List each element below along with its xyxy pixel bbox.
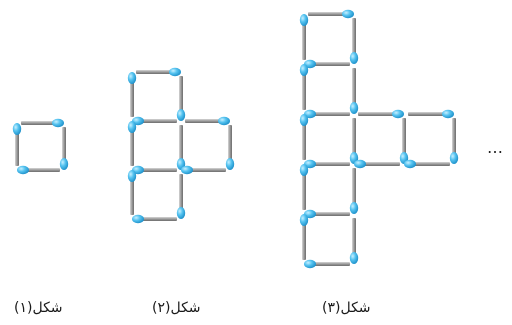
matchstick: [404, 159, 450, 169]
matchstick: [299, 214, 309, 260]
matchstick: [349, 68, 359, 114]
matchstick: [225, 125, 235, 170]
matchstick: [354, 159, 400, 169]
match-head: [449, 152, 459, 164]
matchstick: [185, 116, 230, 126]
match-head: [304, 259, 316, 269]
match-head: [59, 158, 69, 170]
match-head: [349, 252, 359, 264]
matchstick: [408, 109, 454, 119]
matchstick: [17, 165, 60, 175]
matchstick: [349, 168, 359, 214]
matchstick: [127, 72, 137, 117]
match-head: [225, 158, 235, 170]
match-head: [342, 9, 354, 19]
figure-1-matchsticks: [12, 118, 69, 175]
matchstick: [127, 170, 137, 215]
matchstick: [132, 214, 177, 224]
matchstick: [59, 127, 69, 170]
match-head: [299, 214, 309, 226]
matchstick: [176, 76, 186, 121]
matchstick: [127, 121, 137, 166]
matchstick: [12, 123, 22, 166]
matchstick: [299, 14, 309, 60]
match-head: [127, 170, 137, 182]
matchstick: [21, 118, 64, 128]
match-head: [349, 52, 359, 64]
matchstick: [299, 164, 309, 210]
figure-3-matchsticks: [299, 9, 459, 269]
figure-2-caption: شکل(۲): [152, 300, 201, 316]
match-head: [349, 202, 359, 214]
matchstick: [132, 116, 177, 126]
matchstick: [349, 118, 359, 164]
match-head: [404, 159, 416, 169]
matchstick: [304, 159, 350, 169]
match-head: [299, 114, 309, 126]
matchstick: [308, 9, 354, 19]
match-head: [299, 64, 309, 76]
match-head: [127, 121, 137, 133]
match-head: [299, 14, 309, 26]
match-head: [132, 214, 144, 224]
matchstick: [176, 174, 186, 219]
match-head: [52, 118, 64, 128]
match-head: [349, 102, 359, 114]
match-head: [354, 159, 366, 169]
match-head: [299, 164, 309, 176]
matchstick: [299, 114, 309, 160]
matchstick: [136, 67, 181, 77]
matchstick: [132, 165, 177, 175]
match-head: [392, 109, 404, 119]
match-head: [176, 109, 186, 121]
match-head: [181, 165, 193, 175]
match-head: [127, 72, 137, 84]
continuation-ellipsis: …: [487, 138, 504, 157]
matchstick: [304, 209, 350, 219]
matchstick: [176, 125, 186, 170]
match-head: [12, 123, 22, 135]
matchstick: [304, 59, 350, 69]
figure-1-caption: شکل(۱): [14, 300, 63, 316]
match-head: [169, 67, 181, 77]
figure-2-matchsticks: [127, 67, 235, 224]
match-head: [442, 109, 454, 119]
matchstick: [358, 109, 404, 119]
match-head: [176, 207, 186, 219]
figure-3-caption: شکل(۳): [322, 300, 371, 316]
matchstick: [299, 64, 309, 110]
matchstick: [349, 218, 359, 264]
match-head: [17, 165, 29, 175]
matchstick: [181, 165, 226, 175]
matchstick: [304, 259, 350, 269]
match-head: [218, 116, 230, 126]
matchstick: [449, 118, 459, 164]
matchstick: [349, 18, 359, 64]
matchstick: [304, 109, 350, 119]
matchstick: [399, 118, 409, 164]
